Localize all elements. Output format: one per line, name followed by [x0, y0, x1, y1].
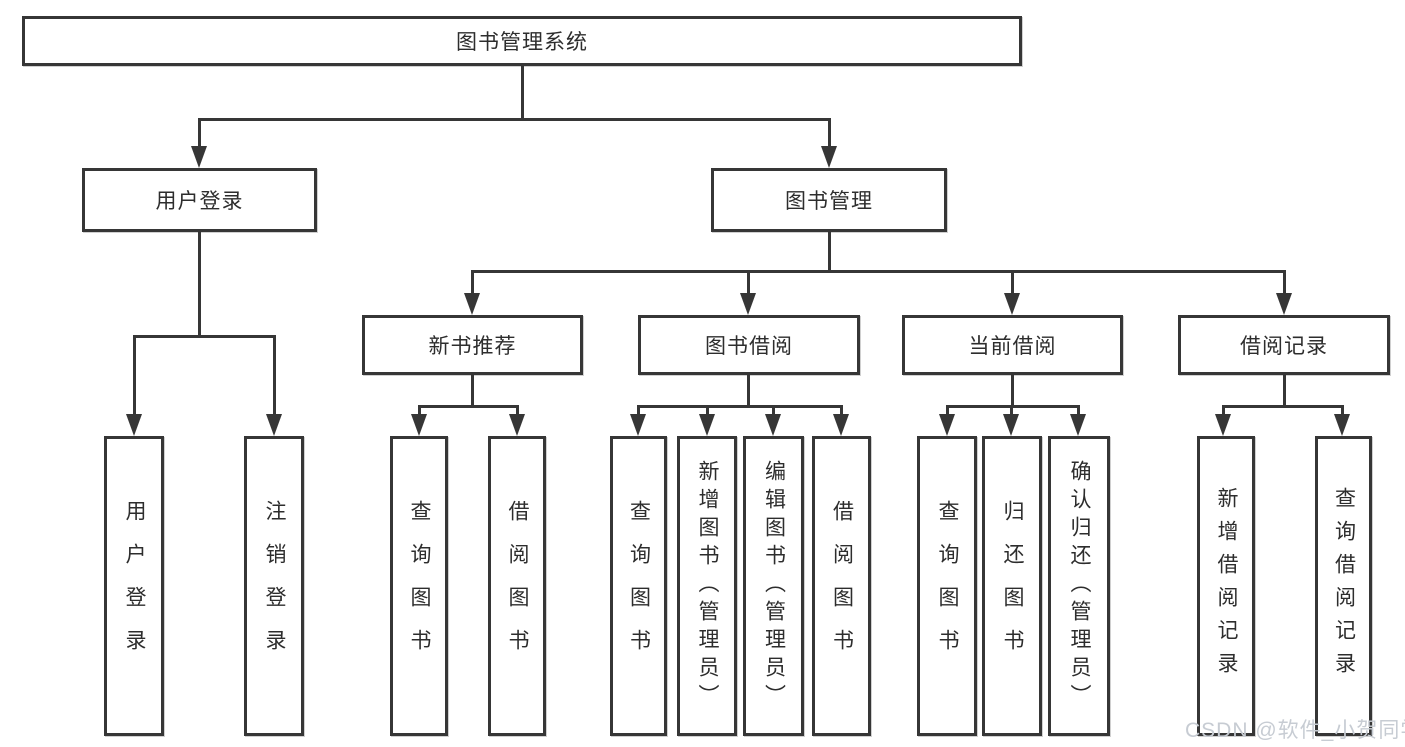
connector-line [747, 375, 750, 407]
connector-line [1011, 375, 1014, 407]
node-borrow-records: 借阅记录 [1178, 315, 1390, 375]
connector-line [946, 405, 949, 416]
arrow-down-icon [509, 414, 525, 436]
arrow-down-icon [833, 414, 849, 436]
connector-line [133, 335, 136, 415]
arrow-down-icon [630, 414, 646, 436]
arrow-down-icon [266, 414, 282, 436]
leaf-query-borrow-record: 查询借阅记录 [1315, 436, 1372, 736]
arrow-down-icon [411, 414, 427, 436]
connector-line [1341, 405, 1344, 416]
arrow-down-icon [464, 293, 480, 315]
arrow-down-icon [939, 414, 955, 436]
connector-line [273, 335, 276, 415]
node-user-login: 用户登录 [82, 168, 317, 232]
leaf-return-books: 归还图书 [982, 436, 1042, 736]
node-book-management: 图书管理 [711, 168, 947, 232]
leaf-borrow-books: 借阅图书 [812, 436, 871, 736]
connector-line [418, 405, 519, 408]
arrow-down-icon [740, 293, 756, 315]
connector-line [747, 270, 750, 295]
leaf-query-books-recommend: 查询图书 [390, 436, 448, 736]
connector-line [471, 270, 474, 295]
connector-line [828, 118, 831, 148]
arrow-down-icon [1003, 414, 1019, 436]
connector-line [418, 405, 421, 416]
node-new-book-recommend: 新书推荐 [362, 315, 583, 375]
connector-line [828, 232, 831, 272]
leaf-query-books-borrow: 查询图书 [610, 436, 667, 736]
connector-line [1222, 405, 1225, 416]
connector-line [521, 66, 524, 118]
connector-line [198, 118, 831, 121]
connector-line [1283, 375, 1286, 407]
connector-line [1011, 270, 1014, 295]
leaf-query-books-current: 查询图书 [917, 436, 977, 736]
leaf-logout: 注销登录 [244, 436, 304, 736]
connector-line [706, 405, 709, 416]
node-book-borrow: 图书借阅 [638, 315, 860, 375]
connector-line [637, 405, 843, 408]
connector-line [133, 335, 276, 338]
connector-line [1077, 405, 1080, 416]
arrow-down-icon [1334, 414, 1350, 436]
connector-line [1010, 405, 1013, 416]
connector-line [471, 375, 474, 407]
arrow-down-icon [1276, 293, 1292, 315]
arrow-down-icon [126, 414, 142, 436]
connector-line [198, 232, 201, 337]
connector-line [946, 405, 1080, 408]
leaf-confirm-return-admin: 确认归还（管理员） [1048, 436, 1110, 736]
arrow-down-icon [699, 414, 715, 436]
arrow-down-icon [765, 414, 781, 436]
connector-line [471, 270, 1285, 273]
leaf-user-login: 用户登录 [104, 436, 164, 736]
arrow-down-icon [1070, 414, 1086, 436]
connector-line [772, 405, 775, 416]
leaf-edit-books-admin: 编辑图书（管理员） [743, 436, 804, 736]
arrow-down-icon [1004, 293, 1020, 315]
arrow-down-icon [191, 146, 207, 168]
arrow-down-icon [821, 146, 837, 168]
leaf-add-borrow-record: 新增借阅记录 [1197, 436, 1255, 736]
leaf-borrow-books-recommend: 借阅图书 [488, 436, 546, 736]
leaf-add-books-admin: 新增图书（管理员） [677, 436, 737, 736]
connector-line [1283, 270, 1286, 295]
arrow-down-icon [1215, 414, 1231, 436]
connector-line [637, 405, 640, 416]
connector-line [840, 405, 843, 416]
connector-line [198, 118, 201, 148]
node-system-root: 图书管理系统 [22, 16, 1022, 66]
csdn-watermark: CSDN @软件_小贺同学 [1185, 719, 1405, 742]
node-current-borrow: 当前借阅 [902, 315, 1123, 375]
connector-line [516, 405, 519, 416]
connector-line [1222, 405, 1344, 408]
